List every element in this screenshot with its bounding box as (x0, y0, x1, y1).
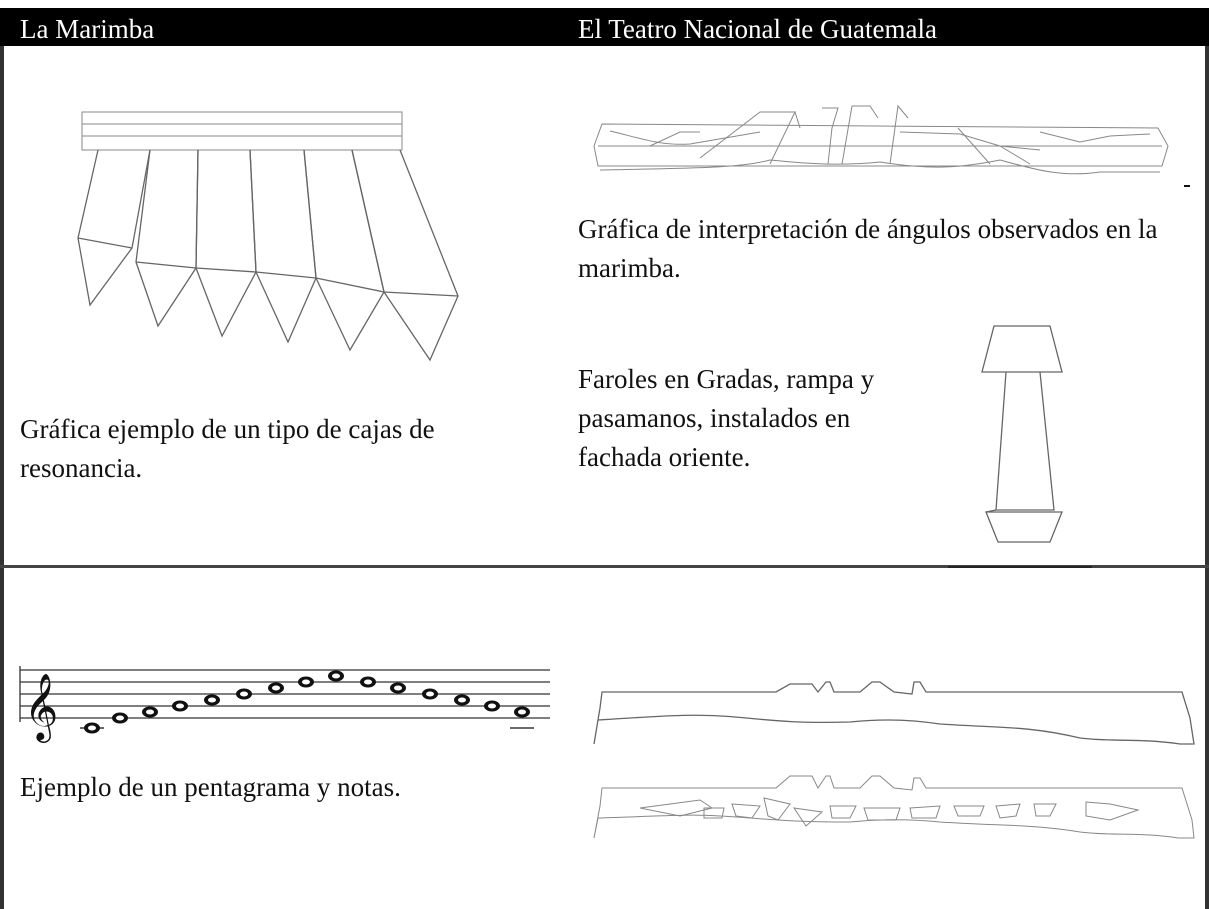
caption-angles-interpretation: Gráfica de interpretación de ángulos obs… (578, 214, 1158, 283)
table-right-border (1205, 8, 1209, 909)
caption-faroles: Faroles en Gradas, rampa y pasamanos, in… (578, 364, 875, 472)
table-header (0, 8, 1209, 46)
caption-pentagrama: Ejemplo de un pentagrama y notas. (20, 772, 401, 802)
header-la-marimba: La Marimba (20, 14, 155, 44)
table-left-border (0, 8, 4, 909)
header-teatro-nacional: El Teatro Nacional de Guatemala (578, 14, 937, 44)
treble-clef-icon: 𝄞 (24, 672, 58, 743)
row-divider (0, 565, 1209, 568)
caption-resonance-boxes: Gráfica ejemplo de un tipo de cajas de r… (20, 414, 435, 483)
